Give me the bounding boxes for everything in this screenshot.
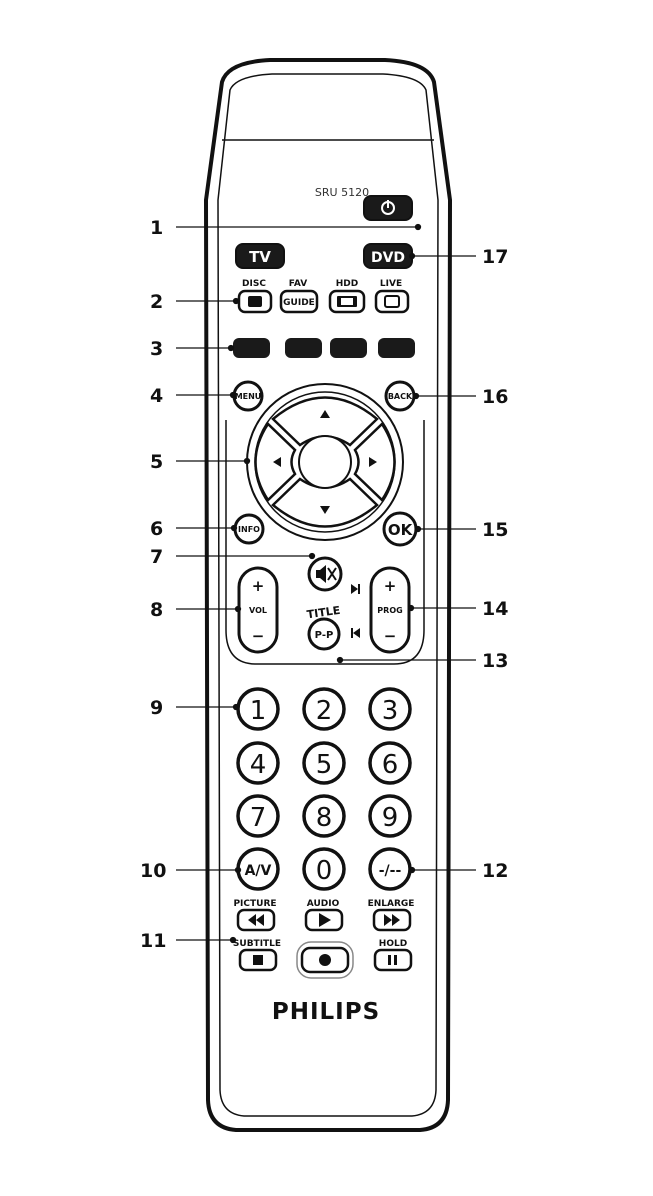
digit-label-6: 6 (382, 750, 399, 780)
color-button-4[interactable] (378, 338, 415, 358)
callout-9: 9 (150, 697, 163, 719)
color-button-1[interactable] (233, 338, 270, 358)
ok-button[interactable]: OK (384, 513, 416, 545)
digit-button-5[interactable]: 5 (304, 743, 344, 783)
color-button-3[interactable] (330, 338, 367, 358)
digit-label-3: 3 (382, 696, 399, 726)
digit-button-0[interactable]: 0 (304, 849, 344, 889)
volume-down-label: − (252, 627, 265, 645)
digit-button-7[interactable]: 7 (238, 796, 278, 836)
brand-logo: PHILIPS (272, 999, 380, 1025)
back-button[interactable]: BACK (386, 382, 414, 410)
power-button[interactable] (364, 196, 412, 220)
hold-label: HOLD (379, 939, 407, 949)
callout-17: 17 (482, 246, 508, 268)
volume-rocker[interactable]: + VOL − (239, 568, 277, 652)
digit-label-5: 5 (316, 750, 333, 780)
digit-button-3[interactable]: 3 (370, 689, 410, 729)
digit-label-4: 4 (250, 750, 267, 780)
tv-label: TV (249, 248, 271, 266)
callout-7: 7 (150, 546, 163, 568)
info-button[interactable]: INFO (235, 515, 263, 543)
callout-5: 5 (150, 451, 163, 473)
dash-button[interactable]: -/-- (370, 849, 410, 889)
pip-button[interactable]: P-P (309, 619, 339, 649)
callout-2: 2 (150, 291, 163, 313)
rewind-button[interactable] (238, 910, 274, 930)
stop-button[interactable] (240, 950, 276, 970)
digit-button-2[interactable]: 2 (304, 689, 344, 729)
disc-label: DISC (242, 279, 266, 289)
digit-button-4[interactable]: 4 (238, 743, 278, 783)
back-label: BACK (388, 392, 413, 401)
digit-label-1: 1 (250, 696, 267, 726)
digit-label-9: 9 (382, 803, 399, 833)
digit-button-1[interactable]: 1 (238, 689, 278, 729)
program-rocker[interactable]: + PROG − (371, 568, 409, 652)
navigation-pad (247, 384, 403, 540)
av-button[interactable]: A/V (238, 849, 278, 889)
program-label: PROG (377, 606, 402, 615)
callout-4: 4 (150, 385, 163, 407)
callout-14: 14 (482, 598, 508, 620)
record-icon (319, 954, 331, 966)
subtitle-label: SUBTITLE (233, 939, 281, 949)
callout-13: 13 (482, 650, 508, 672)
record-button[interactable] (297, 942, 353, 978)
guide-label: GUIDE (283, 298, 315, 308)
play-button[interactable] (306, 910, 342, 930)
disc-icon (248, 296, 262, 307)
dvd-button[interactable]: DVD (364, 244, 412, 268)
digit-label-8: 8 (316, 803, 333, 833)
dvd-label: DVD (371, 250, 405, 266)
enlarge-label: ENLARGE (368, 899, 415, 909)
program-down-label: − (384, 627, 397, 645)
pause-button[interactable] (375, 950, 411, 970)
pip-label: P-P (315, 630, 334, 641)
volume-label: VOL (249, 606, 267, 615)
color-button-2[interactable] (285, 338, 322, 358)
callout-16: 16 (482, 386, 508, 408)
callout-3: 3 (150, 338, 163, 360)
callout-10: 10 (140, 860, 166, 882)
callout-11: 11 (140, 930, 166, 952)
tv-button[interactable]: TV (236, 244, 284, 268)
callout-15: 15 (482, 519, 508, 541)
ok-label: OK (388, 521, 414, 539)
guide-button[interactable]: GUIDE (281, 291, 317, 312)
fav-label: FAV (289, 279, 307, 289)
audio-label: AUDIO (307, 899, 340, 909)
volume-up-label: + (252, 577, 265, 595)
digit-label-7: 7 (250, 803, 267, 833)
live-button[interactable] (376, 291, 408, 312)
live-label: LIVE (380, 279, 402, 289)
picture-label: PICTURE (233, 899, 276, 909)
digit-button-8[interactable]: 8 (304, 796, 344, 836)
program-up-label: + (384, 577, 397, 595)
callout-6: 6 (150, 518, 163, 540)
dash-label: -/-- (379, 863, 402, 879)
digit-button-6[interactable]: 6 (370, 743, 410, 783)
callout-1: 1 (150, 217, 163, 239)
hdd-icon (337, 296, 357, 307)
fast-forward-button[interactable] (374, 910, 410, 930)
hdd-button[interactable] (330, 291, 364, 312)
nav-center-button[interactable] (299, 436, 351, 488)
mute-button[interactable] (309, 558, 341, 590)
info-label: INFO (238, 525, 260, 534)
digit-label-2: 2 (316, 696, 333, 726)
disc-button[interactable] (239, 291, 271, 312)
stop-icon (253, 955, 263, 965)
callout-8: 8 (150, 599, 163, 621)
model-label: SRU 5120 (315, 186, 369, 199)
callout-12: 12 (482, 860, 508, 882)
av-label: A/V (245, 863, 272, 879)
menu-label: MENU (235, 392, 262, 401)
digit-button-9[interactable]: 9 (370, 796, 410, 836)
hdd-label: HDD (336, 279, 358, 289)
digit-label-0: 0 (316, 856, 333, 886)
menu-button[interactable]: MENU (234, 382, 262, 410)
